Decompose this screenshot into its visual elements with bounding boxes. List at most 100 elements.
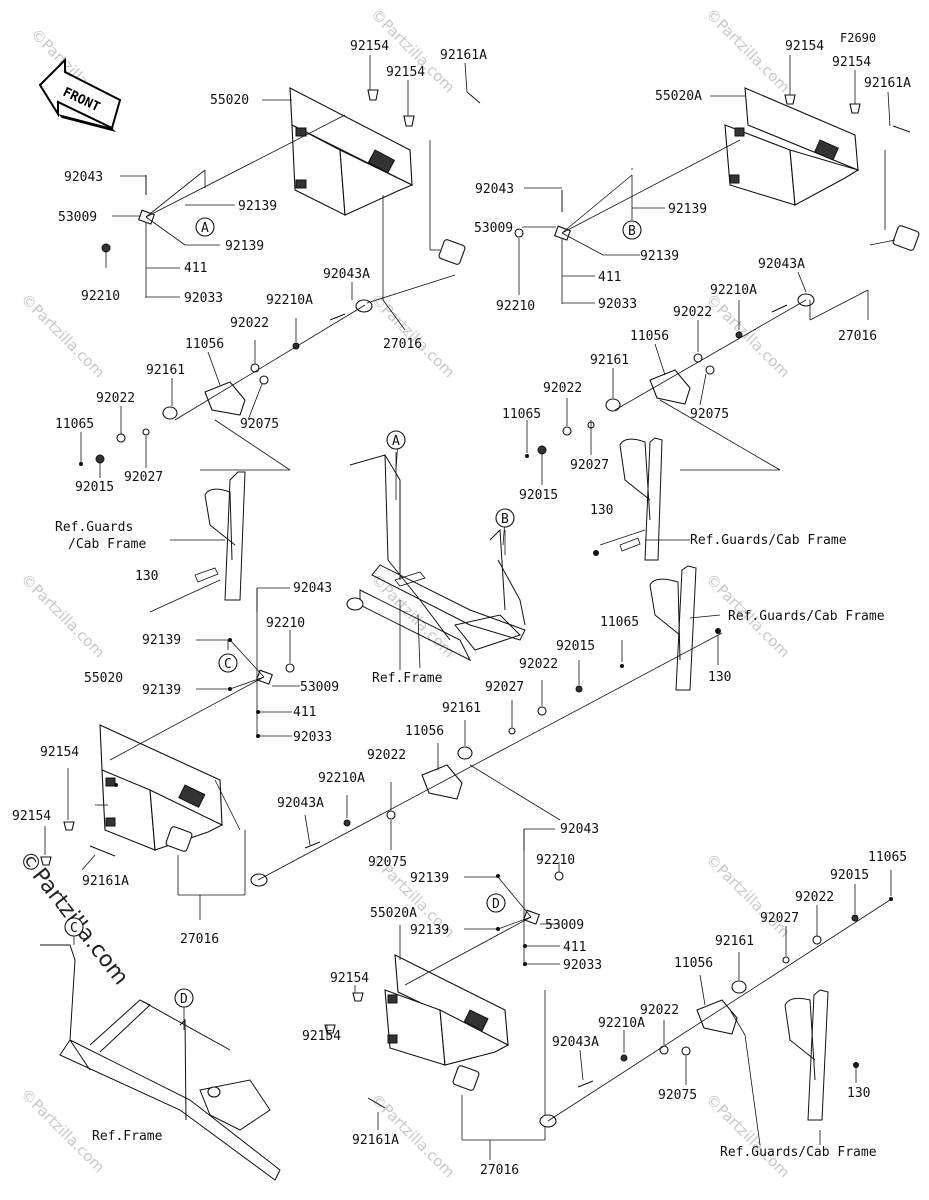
circle-ref-d-frame: D: [174, 988, 194, 1008]
guard-right-upper-drawing: [619, 437, 663, 561]
circle-ref-d-bottom: D: [486, 893, 506, 913]
part-label: 92154: [350, 39, 389, 54]
part-label: 92075: [690, 407, 729, 422]
part-label: 92210: [496, 299, 535, 314]
part-label: 27016: [180, 932, 219, 947]
part-label: 11065: [868, 850, 907, 865]
circle-ref-c-frame: C: [64, 917, 84, 937]
part-label: 92033: [563, 958, 602, 973]
circle-ref-c-mid: C: [218, 653, 238, 673]
part-label: 92161: [146, 363, 185, 378]
part-label: 55020A: [655, 89, 702, 104]
part-label: 53009: [58, 210, 97, 225]
part-label: 92210A: [598, 1016, 645, 1031]
watermark: ©Partzilla.com: [702, 290, 793, 381]
part-label: 92210: [81, 289, 120, 304]
part-label: 92210A: [710, 283, 757, 298]
circle-ref-a-upper: A: [195, 217, 215, 237]
part-label: 92022: [795, 890, 834, 905]
part-label: 11065: [55, 417, 94, 432]
part-label: 92043: [64, 170, 103, 185]
figure-code: F2690: [840, 31, 876, 45]
part-label: 53009: [474, 221, 513, 236]
ref-label: Ref.Frame: [92, 1129, 163, 1144]
circle-ref-b-frame: B: [495, 508, 515, 528]
part-label: 92154: [302, 1029, 341, 1044]
fender-box-top-right: [724, 87, 860, 206]
part-label: 92161: [715, 934, 754, 949]
ref-label: Ref.Guards: [55, 520, 133, 535]
part-label: 92027: [570, 458, 609, 473]
leader-lines: [44, 55, 896, 1160]
part-label: 92161A: [352, 1133, 399, 1148]
circle-ref-label: C: [70, 921, 78, 936]
frame-bottom-left-drawing: [40, 944, 281, 1181]
ref-label: Ref.Frame: [372, 671, 443, 686]
part-label: 92154: [785, 39, 824, 54]
part-label: 92139: [410, 871, 449, 886]
part-label: 92022: [640, 1003, 679, 1018]
part-label: 92043A: [758, 257, 805, 272]
guard-left-drawing: [194, 471, 246, 601]
part-label: 92022: [367, 748, 406, 763]
part-label: 55020A: [370, 906, 417, 921]
part-label: 92033: [598, 297, 637, 312]
part-label: 92022: [519, 657, 558, 672]
circle-ref-label: B: [501, 512, 509, 527]
part-label: 92075: [240, 417, 279, 432]
part-label: 27016: [383, 337, 422, 352]
part-label: 92022: [230, 316, 269, 331]
part-label: 11065: [502, 407, 541, 422]
part-label: 92043A: [277, 796, 324, 811]
part-label: 92043: [293, 581, 332, 596]
circle-ref-label: A: [201, 221, 209, 236]
part-label: 92043: [560, 822, 599, 837]
part-label: 92161A: [440, 48, 487, 63]
part-label: 92022: [673, 305, 712, 320]
part-label: 92043A: [552, 1035, 599, 1050]
part-label: 92075: [658, 1088, 697, 1103]
part-label: 53009: [300, 680, 339, 695]
watermark: ©Partzilla.com: [702, 1090, 793, 1181]
part-label: 92161: [442, 701, 481, 716]
circle-ref-label: C: [224, 657, 232, 672]
part-label: 411: [598, 270, 621, 285]
watermark: ©Partzilla.com: [702, 850, 793, 941]
part-label: 92210: [266, 616, 305, 631]
part-label: 92027: [124, 470, 163, 485]
fender-box-top-left: [289, 87, 414, 216]
ref-label: Ref.Guards/Cab Frame: [690, 533, 847, 548]
part-label: 130: [847, 1086, 870, 1101]
part-label: 92015: [75, 480, 114, 495]
part-label: 92139: [668, 202, 707, 217]
fender-box-bottom: [384, 954, 510, 1066]
small-parts: [40, 89, 920, 1128]
part-labels: 92154 92161A 92154 55020 92043 92139 530…: [12, 39, 911, 1178]
part-label: 92015: [519, 488, 558, 503]
part-label: 92022: [96, 391, 135, 406]
part-label: 92015: [556, 639, 595, 654]
part-label: 92139: [640, 249, 679, 264]
part-label: 92154: [832, 55, 871, 70]
part-label: 92139: [238, 199, 277, 214]
part-label: 130: [590, 503, 613, 518]
part-label: 92210A: [266, 293, 313, 308]
part-label: 11056: [405, 724, 444, 739]
circle-ref-label: A: [392, 434, 400, 449]
part-label: 53009: [545, 918, 584, 933]
part-label: 92154: [40, 745, 79, 760]
part-label: 411: [293, 705, 316, 720]
part-label: 92033: [184, 291, 223, 306]
circle-ref-label: D: [180, 992, 188, 1007]
part-label: 92043A: [323, 267, 370, 282]
part-label: 92027: [485, 680, 524, 695]
part-label: 92210: [536, 853, 575, 868]
circle-ref-b-upper: B: [622, 220, 642, 240]
part-label: 92139: [225, 239, 264, 254]
watermark: ©Partzilla.com: [17, 570, 108, 661]
part-label: 11056: [674, 956, 713, 971]
part-label: 92022: [543, 381, 582, 396]
part-label: 11056: [630, 329, 669, 344]
part-label: 92154: [386, 65, 425, 80]
